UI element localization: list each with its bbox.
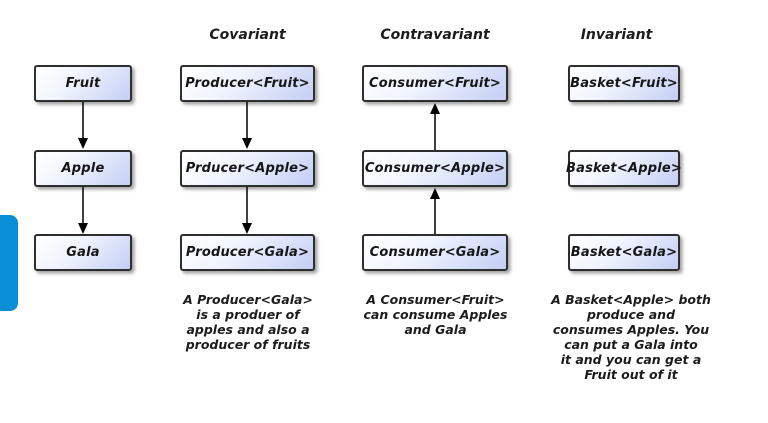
arrow-fruit-to-apple <box>78 102 88 149</box>
caption-invariant: A Basket<Apple> both produce and consume… <box>551 292 711 382</box>
box-consumer-fruit: Consumer<Fruit> <box>362 65 508 102</box>
box-producer-apple: Prducer<Apple> <box>180 150 315 187</box>
box-consumer-apple: Consumer<Apple> <box>362 150 508 187</box>
box-basket-gala: Basket<Gala> <box>568 234 680 271</box>
box-gala: Gala <box>34 234 132 271</box>
column-header-contravariant: Contravariant <box>380 27 490 43</box>
caption-covariant: A Producer<Gala> is a produer of apples … <box>183 292 313 352</box>
column-header-invariant: Invariant <box>580 27 653 43</box>
box-consumer-gala: Consumer<Gala> <box>362 234 508 271</box>
caption-contravariant: A Consumer<Fruit> can consume Apples and… <box>363 292 508 337</box>
box-basket-apple: Basket<Apple> <box>566 150 682 187</box>
side-panel-tab[interactable] <box>0 215 18 311</box>
column-header-covariant: Covariant <box>209 27 286 43</box>
arrow-consumer-gala-to-consumer-apple <box>430 188 440 234</box>
arrow-consumer-apple-to-consumer-fruit <box>430 103 440 150</box>
arrow-producer-fruit-to-producer-apple <box>242 102 252 149</box>
arrow-producer-apple-to-producer-gala <box>242 187 252 234</box>
box-fruit: Fruit <box>34 65 132 102</box>
arrow-apple-to-gala <box>78 187 88 234</box>
box-basket-fruit: Basket<Fruit> <box>568 65 680 102</box>
box-producer-gala: Producer<Gala> <box>180 234 315 271</box>
box-producer-fruit: Producer<Fruit> <box>180 65 315 102</box>
box-apple: Apple <box>34 150 132 187</box>
